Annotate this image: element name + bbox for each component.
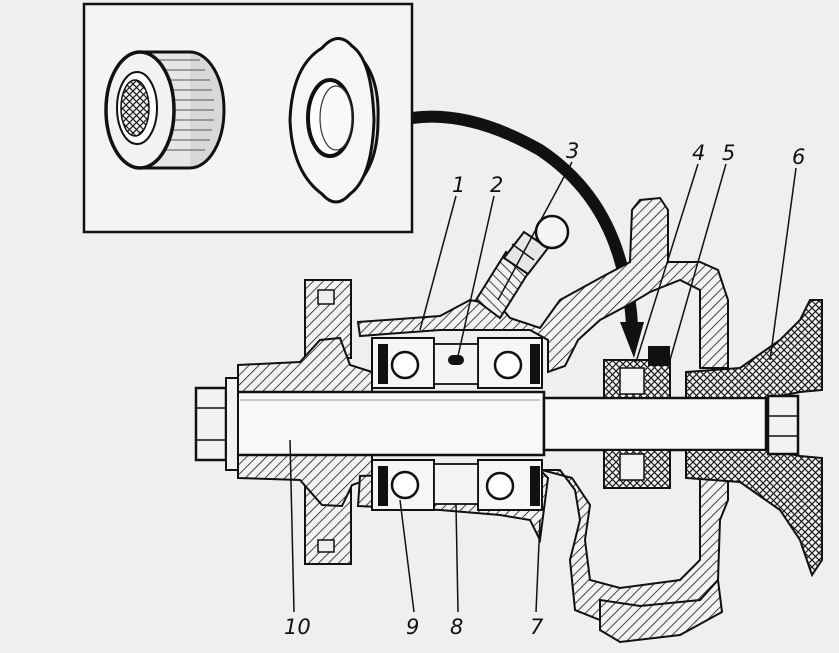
impeller [685, 299, 823, 578]
callout-labels: 1 2 3 4 5 6 7 8 9 10 [284, 139, 805, 639]
leader-lines [289, 161, 797, 613]
callout-7: 7 [530, 615, 544, 639]
bearings [371, 337, 543, 511]
pump-housing [356, 196, 729, 644]
callout-8: 8 [450, 615, 463, 639]
callout-6: 6 [792, 145, 805, 169]
detail-inset [82, 2, 414, 234]
seal-washer-detail [288, 37, 380, 204]
callout-9: 9 [406, 615, 419, 639]
callout-2: 2 [490, 173, 503, 197]
grease-fitting [474, 214, 570, 320]
shaft-nut-left [194, 377, 239, 471]
callout-10: 10 [284, 615, 311, 639]
pulley-hub [237, 279, 373, 565]
pump-shaft [232, 390, 768, 457]
callout-4: 4 [692, 141, 705, 165]
seal-assembly [603, 346, 671, 489]
callout-5: 5 [722, 141, 735, 165]
pump-cross-section [194, 196, 823, 644]
callout-3: 3 [566, 139, 579, 163]
callout-1: 1 [452, 173, 465, 197]
threaded-bushing-detail [104, 50, 226, 170]
spacer-sleeve [433, 343, 479, 505]
